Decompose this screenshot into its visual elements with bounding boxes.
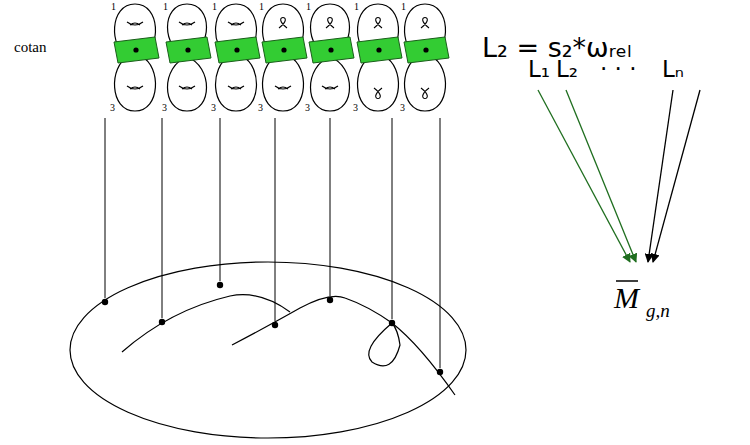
moduli-point <box>159 319 165 325</box>
moduli-space-outline <box>70 262 466 438</box>
fibre-line <box>330 118 331 296</box>
self-node-loop <box>421 18 429 29</box>
projection-arrow <box>653 90 700 262</box>
marked-point <box>281 47 286 52</box>
moduli-space-name: M <box>614 283 639 313</box>
marking-number: 3 <box>211 103 216 113</box>
marked-point <box>185 47 190 52</box>
line-bundle-name: L₂ <box>556 58 578 81</box>
closure-bar <box>616 280 638 282</box>
marked-point <box>234 47 239 52</box>
boundary-loop <box>369 323 400 366</box>
marking-number: 1 <box>354 2 359 12</box>
moduli-point <box>327 297 333 303</box>
moduli-point <box>102 299 108 305</box>
genus-handle <box>275 86 291 89</box>
cotangent-plane <box>309 37 354 63</box>
self-node-loop <box>374 18 382 29</box>
cotangent-plane <box>215 37 260 63</box>
marking-number: 3 <box>110 103 115 113</box>
marking-number: 3 <box>162 103 167 113</box>
genus-handle <box>127 22 143 25</box>
cotangent-plane <box>166 37 211 63</box>
marking-number: 3 <box>353 103 358 113</box>
moduli-point <box>272 322 278 328</box>
ellipsis: · · · <box>600 58 637 81</box>
genus-handle <box>179 86 195 89</box>
fibre-line <box>105 118 106 298</box>
projection-arrow <box>538 90 630 262</box>
fibre-line <box>392 118 393 319</box>
moduli-point <box>437 369 443 375</box>
cotangent-plane <box>404 37 449 63</box>
formula: L₂ = s₂*ωᵣₑₗ <box>482 34 631 61</box>
line-bundle-name: Lₙ <box>662 58 684 81</box>
moduli-point <box>389 320 395 326</box>
boundary-curve <box>232 296 455 395</box>
marking-number: 1 <box>401 2 406 12</box>
cotangent-plane <box>114 37 159 63</box>
marking-number: 1 <box>111 2 116 12</box>
marking-number: 1 <box>212 2 217 12</box>
fibre-line <box>440 118 441 368</box>
cotangent-plane <box>357 37 402 63</box>
marking-number: 1 <box>163 2 168 12</box>
genus-handle <box>322 86 338 89</box>
marking-number: 3 <box>305 103 310 113</box>
boundary-curve <box>122 295 290 352</box>
projection-arrow <box>566 90 636 262</box>
marked-point <box>376 47 381 52</box>
marking-number: 3 <box>400 103 405 113</box>
moduli-space-index: g,n <box>646 301 670 320</box>
marking-number: 3 <box>258 103 263 113</box>
self-node-loop <box>374 88 382 99</box>
marked-point <box>133 47 138 52</box>
cotangent-plane <box>262 37 307 63</box>
marked-point <box>423 47 428 52</box>
cotan-label: cotan <box>14 40 46 55</box>
self-node-loop <box>326 18 334 29</box>
self-node-loop <box>279 18 287 29</box>
marked-point <box>328 47 333 52</box>
marking-number: 1 <box>306 2 311 12</box>
genus-handle <box>228 22 244 25</box>
line-bundle-name: L₁ <box>528 58 550 81</box>
genus-handle <box>127 86 143 89</box>
fibre-line <box>275 118 276 321</box>
self-node-loop <box>421 88 429 99</box>
genus-handle <box>228 86 244 89</box>
fibre-line <box>162 118 163 318</box>
marking-number: 1 <box>259 2 264 12</box>
moduli-point <box>217 282 223 288</box>
genus-handle <box>179 22 195 25</box>
fibre-line <box>220 118 221 281</box>
